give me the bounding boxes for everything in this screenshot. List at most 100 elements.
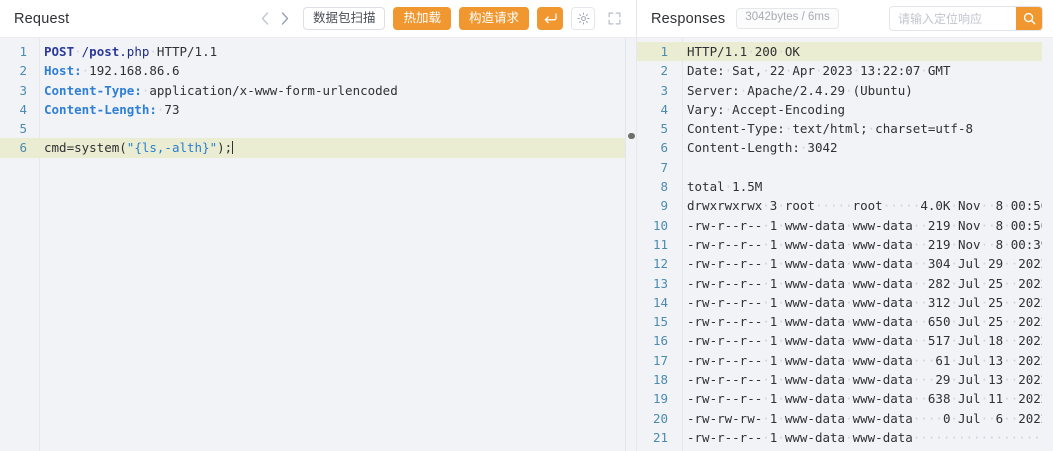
line-number: 5 <box>660 121 668 137</box>
line-number: 1 <box>19 44 27 59</box>
code-line[interactable]: 8 total·1.5M <box>637 177 1053 196</box>
code-text: cmd=system("{ls,-alth}"); <box>44 140 234 156</box>
line-number: 5 <box>19 121 27 137</box>
code-text: POST·/post.php·HTTP/1.1 <box>44 44 218 59</box>
response-toolbar: Responses 3042bytes / 6ms <box>637 0 1053 38</box>
code-line[interactable]: 11 -rw-r--r--·1·www-data·www-data··219·No… <box>637 235 1053 254</box>
text-caret <box>232 141 234 155</box>
code-text: -rw-r--r--·1·www-data·www-data··650·Jul·… <box>687 314 1053 330</box>
line-number: 6 <box>660 140 668 156</box>
response-search-input[interactable] <box>890 7 1016 30</box>
code-line[interactable]: 21 -rw-r--r--·1·www-data·www-data········… <box>637 428 1053 447</box>
search-icon[interactable] <box>1016 7 1042 30</box>
code-line[interactable]: 19 -rw-r--r--·1·www-data·www-data··638·Ju… <box>637 389 1053 408</box>
code-text: Content-Type:·application/x-www-form-url… <box>44 82 398 98</box>
response-code-lines[interactable]: 1 HTTP/1.1·200·OK 2 Date:·Sat,·22·Apr·2023·… <box>637 38 1053 451</box>
line-number: 12 <box>652 256 668 272</box>
send-request-button[interactable] <box>537 7 563 30</box>
code-text: -rw-r--r--·1·www-data·www-data··282·Jul·… <box>687 275 1053 291</box>
code-line[interactable]: 22-rw-r--r--·1·www-data·www-data·5.0K·Ju… <box>637 447 1053 451</box>
code-text: -rw-r--r--·1·www-data·www-data·5.0K·Jul·… <box>683 447 1053 451</box>
code-text: Server:·Apache/2.4.29·(Ubuntu) <box>687 82 913 98</box>
line-number: 14 <box>652 294 668 310</box>
code-line[interactable]: 18-rw-r--r--·1·www-data·www-data···29·Ju… <box>637 370 1053 389</box>
code-text: -rw-r--r--·1·www-data·www-data··312·Jul·… <box>687 294 1053 310</box>
line-number: 1 <box>660 44 668 59</box>
line-number: 18 <box>652 372 668 388</box>
hot-reload-button[interactable]: 热加载 <box>393 7 451 30</box>
line-number: 20 <box>652 410 668 426</box>
code-text: -rw-r--r--·1·www-data·www-data··········… <box>687 429 1053 445</box>
next-packet-icon[interactable] <box>275 7 295 31</box>
line-number: 16 <box>652 333 668 349</box>
line-number: 17 <box>652 352 668 368</box>
code-line[interactable]: 15 -rw-r--r--·1·www-data·www-data··650·Ju… <box>637 312 1053 331</box>
line-number: 3 <box>19 82 27 98</box>
line-number: 7 <box>660 159 668 175</box>
code-text: drwxrwxrwx·3·root·····root·····4.0K·Nov·… <box>687 198 1053 214</box>
response-panel: Responses 3042bytes / 6ms 1 HTTP/1.1·200·… <box>637 0 1053 451</box>
code-line[interactable]: 17 -rw-r--r--·1·www-data·www-data···61·Ju… <box>637 351 1053 370</box>
response-editor[interactable]: 1 HTTP/1.1·200·OK 2 Date:·Sat,·22·Apr·2023·… <box>637 38 1053 451</box>
line-number: 8 <box>660 179 668 195</box>
code-line[interactable]: 12 -rw-r--r--·1·www-data·www-data··304·Ju… <box>637 254 1053 273</box>
code-text: Date:·Sat,·22·Apr·2023·13:22:07·GMT <box>687 63 951 79</box>
code-line[interactable]: 5 <box>0 119 636 138</box>
code-line[interactable]: 20 -rw-rw-rw-·1·www-data·www-data····0·Ju… <box>637 409 1053 428</box>
code-text: -rw-r--r--·1·www-data·www-data··219·Nov·… <box>687 236 1053 252</box>
code-text: HTTP/1.1·200·OK <box>687 44 800 59</box>
line-number: 13 <box>652 275 668 291</box>
response-stats-badge: 3042bytes / 6ms <box>736 8 839 29</box>
code-line[interactable]: 2 Date:·Sat,·22·Apr·2023·13:22:07·GMT <box>637 61 1053 80</box>
code-text: -rw-r--r--·1·www-data·www-data··304·Jul·… <box>687 256 1053 272</box>
request-panel: Request 数据包扫描 热加载 构造请求 <box>0 0 637 451</box>
code-line[interactable]: 14 -rw-r--r--·1·www-data·www-data··312·Ju… <box>637 293 1053 312</box>
response-search-box[interactable] <box>889 6 1043 31</box>
code-line[interactable]: 1 HTTP/1.1·200·OK <box>637 42 1053 62</box>
line-number: 4 <box>19 101 27 117</box>
scrollbar-thumb[interactable] <box>628 133 635 139</box>
line-number: 11 <box>652 236 668 252</box>
build-request-button[interactable]: 构造请求 <box>458 7 529 30</box>
gutter-divider <box>39 38 40 451</box>
code-text: Host:·192.168.86.6 <box>44 63 180 79</box>
code-text: -rw-r--r--·1·www-data·www-data··638·Jul·… <box>687 391 1053 407</box>
line-number: 15 <box>652 314 668 330</box>
prev-packet-icon[interactable] <box>255 7 275 31</box>
request-panel-title: Request <box>14 10 70 27</box>
code-line[interactable]: 1 POST·/post.php·HTTP/1.1 <box>0 42 636 61</box>
code-line[interactable]: 6 cmd=system("{ls,-alth}"); <box>0 138 636 158</box>
code-line[interactable]: 10-rw-r--r--·1·www-data·www-data··219·No… <box>637 216 1053 235</box>
response-scroll-rail[interactable] <box>1042 38 1053 451</box>
code-text: -rw-r--r--·1·www-data·www-data···61·Jul·… <box>687 352 1053 368</box>
line-number: 6 <box>19 140 27 156</box>
fullscreen-expand-icon[interactable] <box>602 7 626 30</box>
gear-icon[interactable] <box>571 7 595 30</box>
response-panel-title: Responses <box>651 10 726 27</box>
request-vertical-scrollbar[interactable] <box>625 38 636 451</box>
request-toolbar: Request 数据包扫描 热加载 构造请求 <box>0 0 636 38</box>
line-number: 22 <box>637 447 683 451</box>
line-number: 2 <box>660 63 668 79</box>
code-text: Content-Length:·3042 <box>687 140 838 156</box>
code-text: -rw-rw-rw-·1·www-data·www-data····0·Jul·… <box>687 410 1053 426</box>
line-number: 19 <box>652 391 668 407</box>
code-text: total·1.5M <box>687 179 763 195</box>
code-line[interactable]: 13 -rw-r--r--·1·www-data·www-data··282·Ju… <box>637 274 1053 293</box>
gutter-divider <box>682 38 683 451</box>
code-line[interactable]: 7 <box>637 158 1053 177</box>
packet-scan-button[interactable]: 数据包扫描 <box>302 7 386 30</box>
code-text: Vary:·Accept-Encoding <box>687 101 846 117</box>
code-line[interactable]: 6 Content-Length:·3042 <box>637 138 1053 157</box>
code-line[interactable]: 16-rw-r--r--·1·www-data·www-data··517·Ju… <box>637 331 1053 350</box>
code-line[interactable]: 3 Content-Type:·application/x-www-form-ur… <box>0 81 636 100</box>
line-number: 21 <box>652 429 668 445</box>
